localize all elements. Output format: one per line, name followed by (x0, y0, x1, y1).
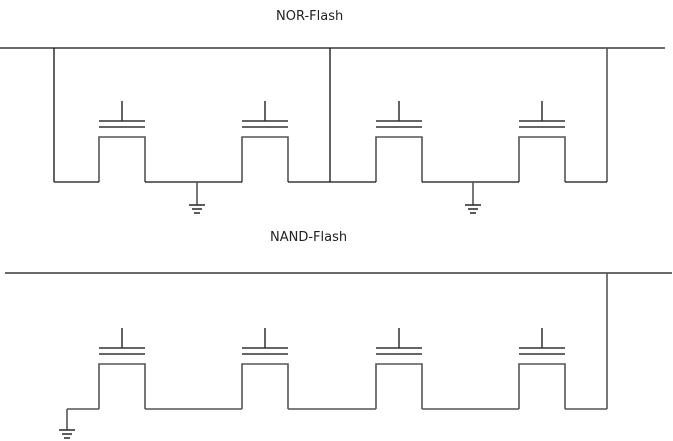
nand-grounds (59, 409, 75, 439)
ground-icon (465, 182, 481, 214)
nor-grounds (189, 182, 481, 214)
transistor-cell (518, 101, 566, 182)
ground-icon (189, 182, 205, 214)
transistor-cell (98, 328, 146, 409)
transistor-cell (241, 328, 289, 409)
transistor-cell (518, 328, 566, 409)
channel (98, 136, 146, 182)
nor-flash-title: NOR-Flash (276, 9, 343, 24)
transistor-cell (375, 328, 423, 409)
channel (241, 136, 289, 182)
nor-flash-section: NOR-Flash (0, 9, 665, 214)
transistor-cell (241, 101, 289, 182)
transistor-cell (98, 101, 146, 182)
nand-cells (67, 328, 607, 410)
channel (518, 136, 566, 182)
channel (241, 363, 289, 409)
nand-flash-section: NAND-Flash (5, 230, 672, 439)
transistor-cell (375, 101, 423, 182)
channel (98, 363, 146, 409)
channel (518, 363, 566, 409)
channel (375, 136, 423, 182)
ground-icon (59, 409, 75, 439)
channel (375, 363, 423, 409)
nor-cells (54, 101, 607, 183)
nand-flash-title: NAND-Flash (270, 230, 347, 245)
